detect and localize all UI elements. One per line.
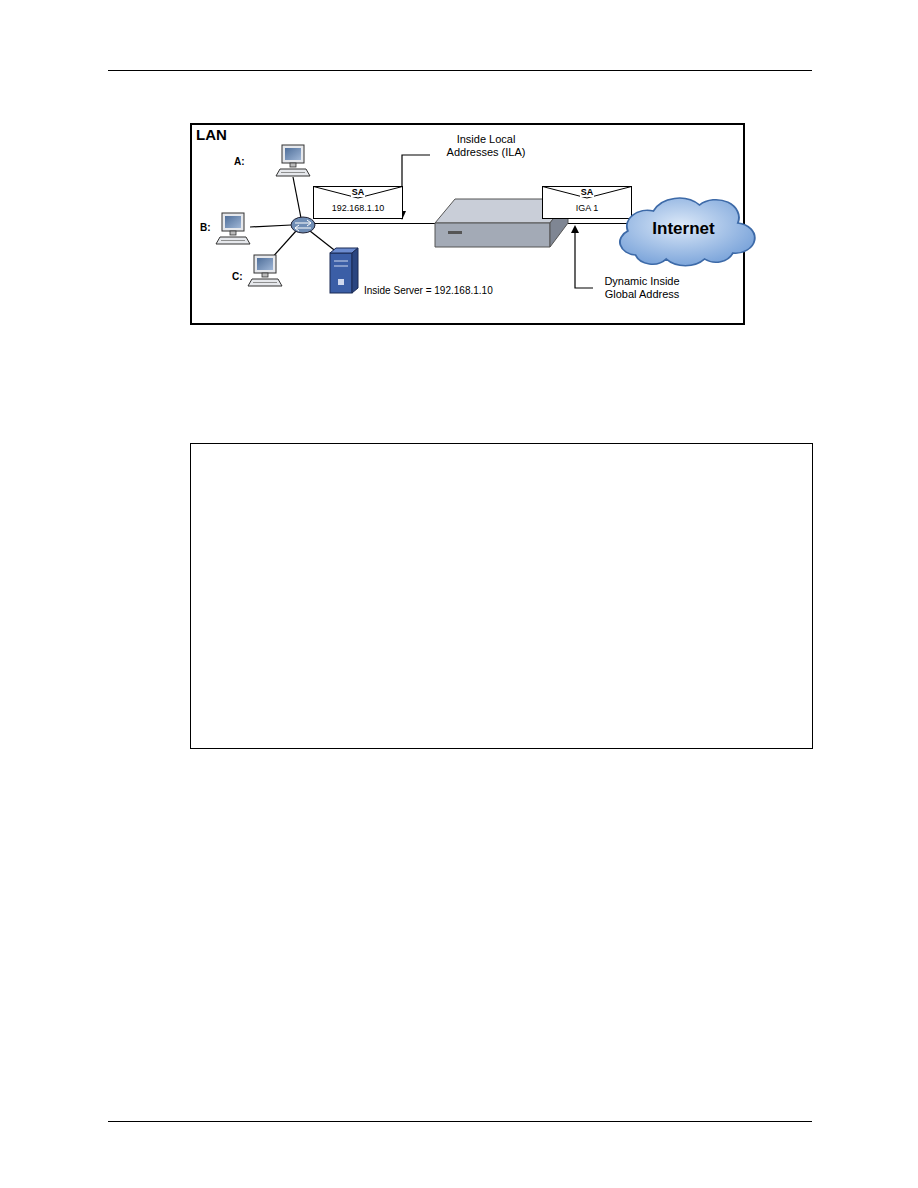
text-patch: SA bbox=[351, 187, 366, 197]
server-label: Inside Server = 192.168.1.10 bbox=[364, 285, 534, 297]
callout-text: Dynamic Inside Global Address bbox=[597, 275, 687, 301]
cloud-label: Internet bbox=[615, 219, 752, 239]
lan-frame: LANSA192.168.1.10SAIGA 1InternetA:B:C:In… bbox=[190, 123, 745, 325]
packet-envelope: SA IGA 1 bbox=[542, 186, 632, 219]
computer-label: C: bbox=[232, 271, 252, 283]
internet-cloud: Internet bbox=[615, 195, 752, 264]
address-value: 192.168.1.10 bbox=[313, 203, 403, 213]
text-patch: IGA 1 bbox=[575, 203, 600, 213]
address-field-label: SA bbox=[313, 187, 403, 197]
callout-text: Inside Local Addresses (ILA) bbox=[436, 133, 536, 159]
frame-heading: LAN bbox=[196, 126, 227, 143]
computer-label: B: bbox=[200, 222, 220, 234]
text-patch: SA bbox=[580, 187, 595, 197]
text-patch: 192.168.1.10 bbox=[331, 203, 386, 213]
address-field-label: SA bbox=[542, 187, 632, 197]
packet-envelope: SA 192.168.1.10 bbox=[313, 186, 403, 219]
address-value: IGA 1 bbox=[542, 203, 632, 213]
computer-label: A: bbox=[234, 156, 254, 168]
